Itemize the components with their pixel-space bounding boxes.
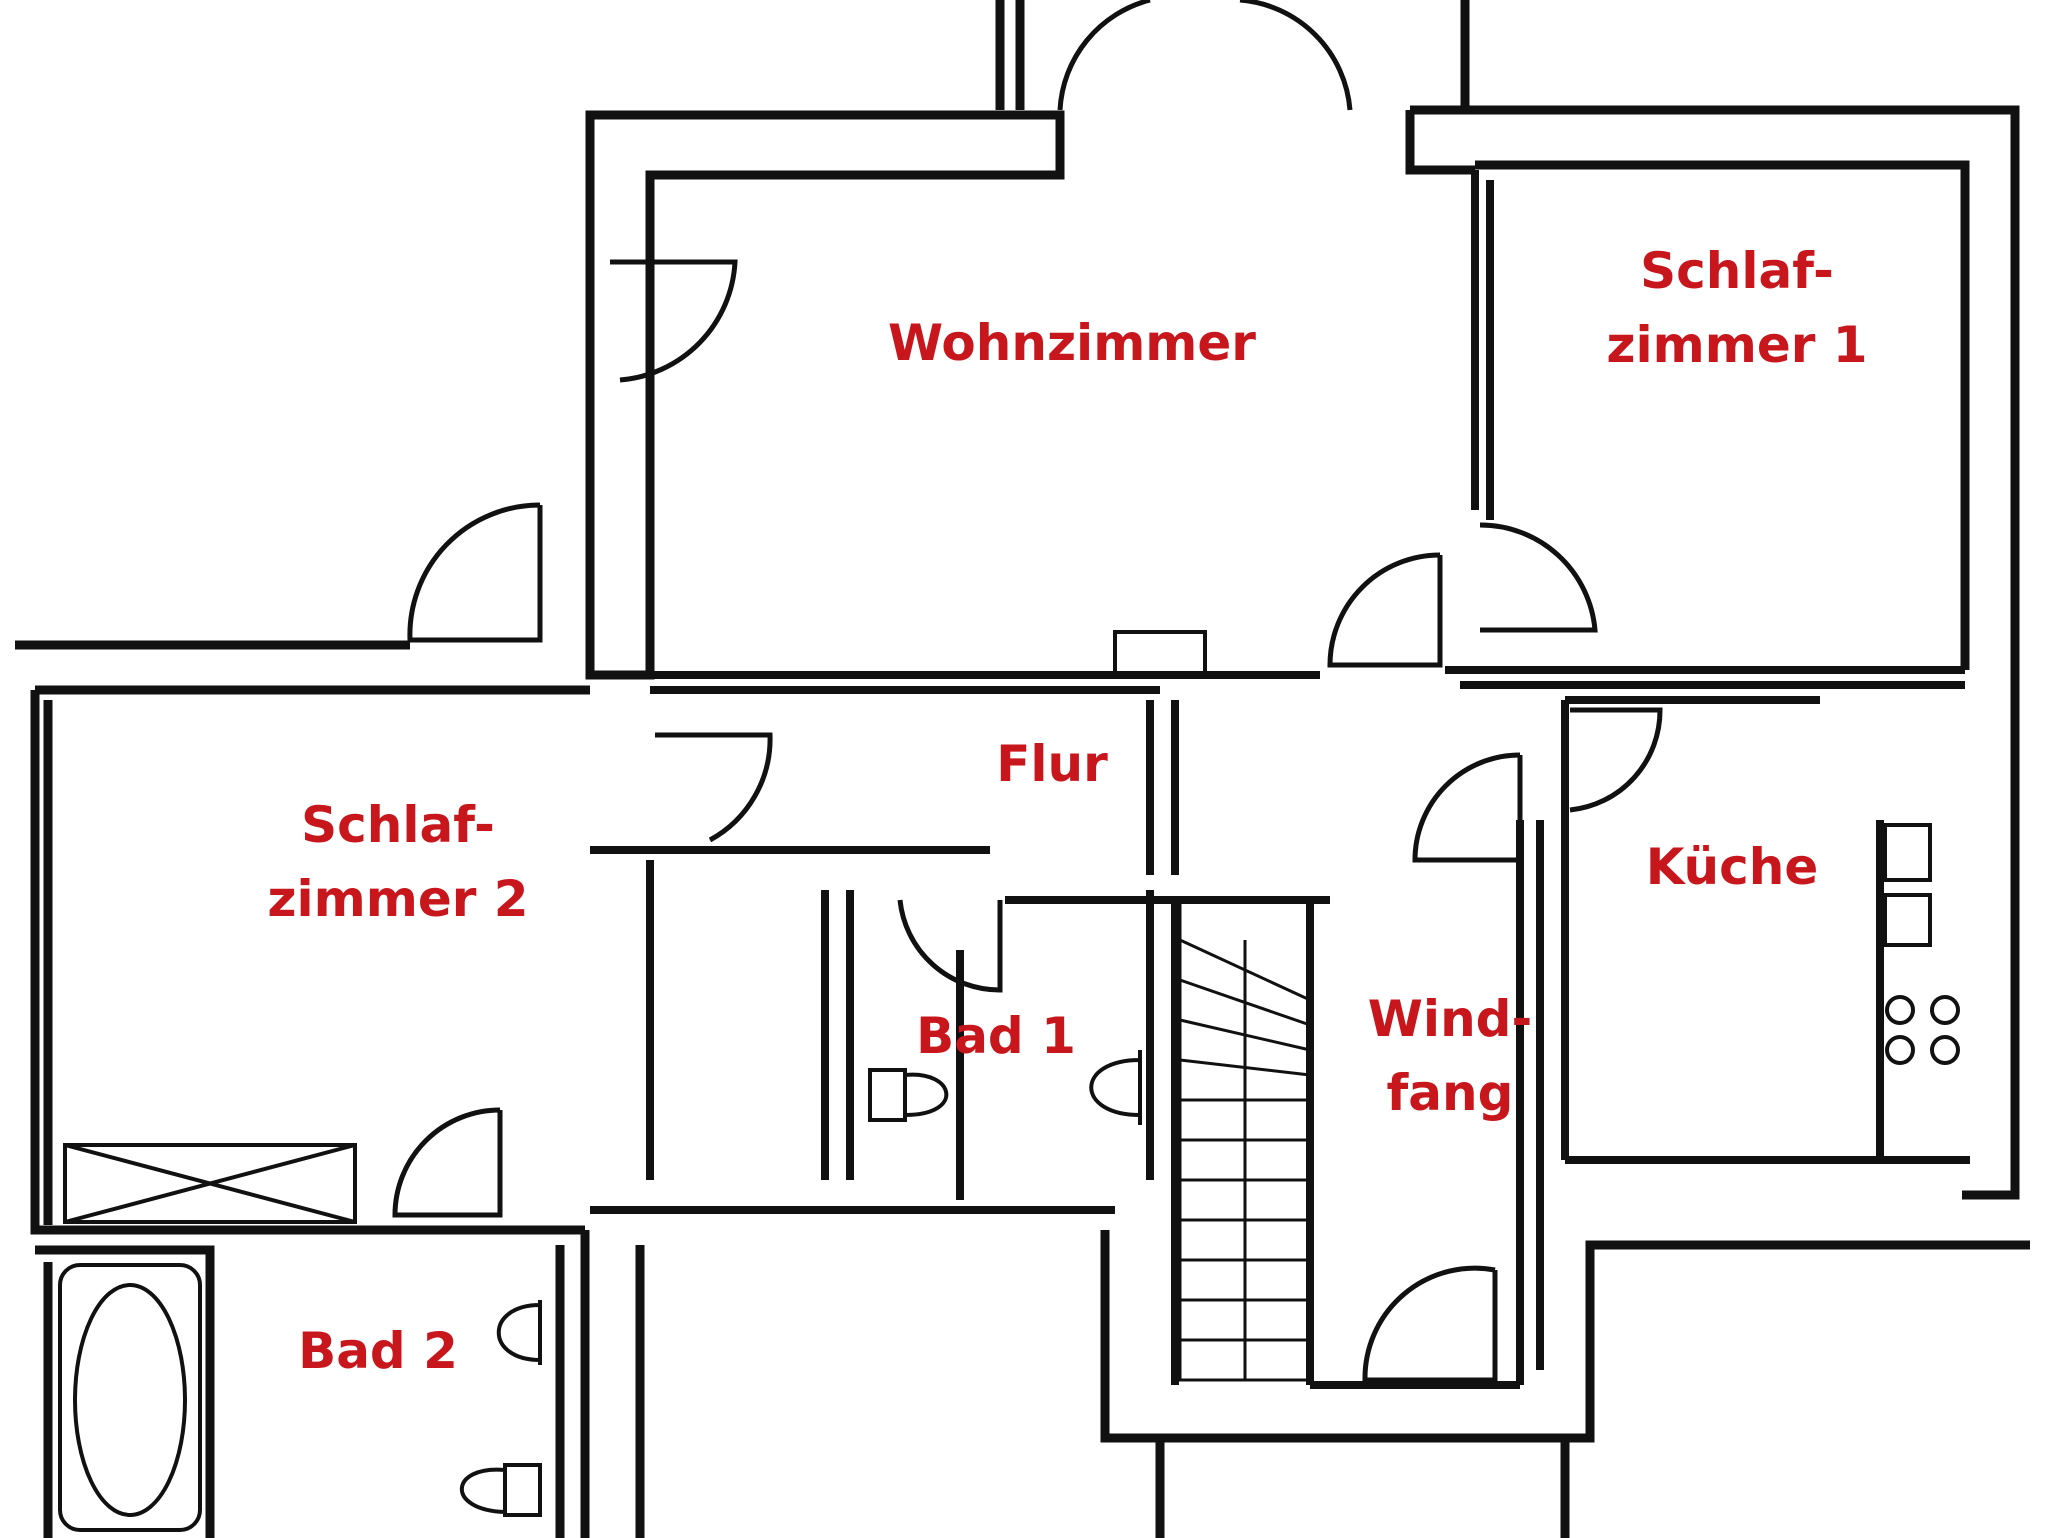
stove-burner-icon	[1930, 995, 1960, 1025]
bathtub-basin-icon	[73, 1283, 187, 1517]
sink-bad2-icon	[496, 1300, 542, 1365]
kitchen-counter-icon	[1883, 893, 1932, 947]
room-label-windfang: Wind- fang	[1367, 990, 1533, 1122]
room-label-flur: Flur	[996, 735, 1108, 793]
toilet-bad2-icon	[459, 1463, 542, 1517]
stove-burner-icon	[1930, 1035, 1960, 1065]
interior-walls	[590, 170, 1970, 1389]
stairs	[1178, 898, 1312, 1382]
stove-burner-icon	[1885, 1035, 1915, 1065]
outer-walls	[15, 0, 2030, 1538]
room-label-bad-1: Bad 1	[916, 1007, 1076, 1065]
door-swings	[392, 0, 1663, 1383]
sink-bad1-icon	[1089, 1050, 1142, 1125]
room-label-bad-2: Bad 2	[298, 1322, 458, 1380]
stove-burner-icon	[1885, 995, 1915, 1025]
room-label-schlafzimmer-2: Schlaf- zimmer 2	[267, 796, 529, 928]
room-label-wohnzimmer: Wohnzimmer	[888, 314, 1256, 372]
fixtures	[58, 630, 1960, 1532]
toilet-bad1-icon	[868, 1068, 949, 1122]
bathtub-icon	[58, 1263, 202, 1532]
kitchen-sink-icon	[1883, 823, 1932, 882]
shower-tray-icon	[63, 1143, 357, 1224]
fireplace-icon	[1113, 630, 1207, 676]
room-label-kueche: Küche	[1645, 838, 1819, 896]
room-label-schlafzimmer-1: Schlaf- zimmer 1	[1606, 242, 1868, 374]
